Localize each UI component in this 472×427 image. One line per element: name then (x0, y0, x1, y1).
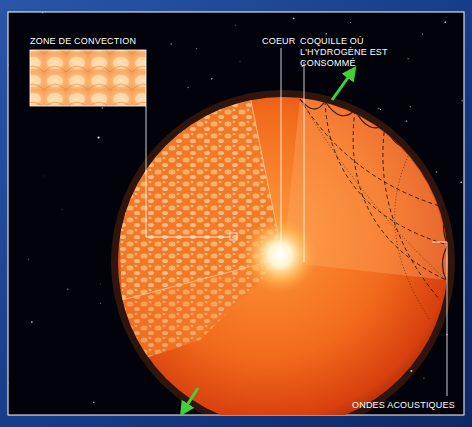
background-star (196, 48, 198, 50)
background-star (234, 24, 236, 26)
part-label: COEUR (262, 36, 296, 47)
background-star (378, 107, 380, 109)
background-star (422, 34, 423, 35)
background-star (43, 175, 45, 177)
background-star (171, 43, 172, 44)
background-star (293, 17, 295, 19)
background-star (380, 109, 381, 110)
background-star (460, 181, 462, 183)
background-star (97, 137, 99, 139)
background-star (42, 12, 44, 13)
background-star (444, 21, 446, 23)
background-star (436, 171, 438, 173)
background-star (101, 107, 103, 109)
part-label: ONDES ACOUSTIQUES (352, 400, 455, 411)
background-star (423, 377, 424, 378)
background-star (100, 303, 101, 304)
background-star (8, 383, 9, 384)
background-star (211, 78, 213, 80)
part-label: ZONE DE CONVECTION (30, 36, 136, 47)
background-star (187, 87, 189, 89)
background-star (8, 65, 9, 66)
background-star (239, 60, 241, 62)
background-star (350, 22, 351, 23)
background-star (31, 321, 33, 323)
background-star (410, 106, 411, 107)
background-star (325, 33, 327, 35)
background-star (406, 120, 408, 122)
background-star (93, 402, 95, 404)
background-star (408, 58, 409, 59)
background-star (28, 258, 30, 260)
background-star (67, 288, 69, 290)
background-star (461, 100, 463, 102)
background-star (99, 283, 101, 285)
background-star (61, 208, 63, 210)
part-label: COQUILLE OÙ L'HYDROGÈNE EST CONSOMMÉ (300, 36, 426, 69)
